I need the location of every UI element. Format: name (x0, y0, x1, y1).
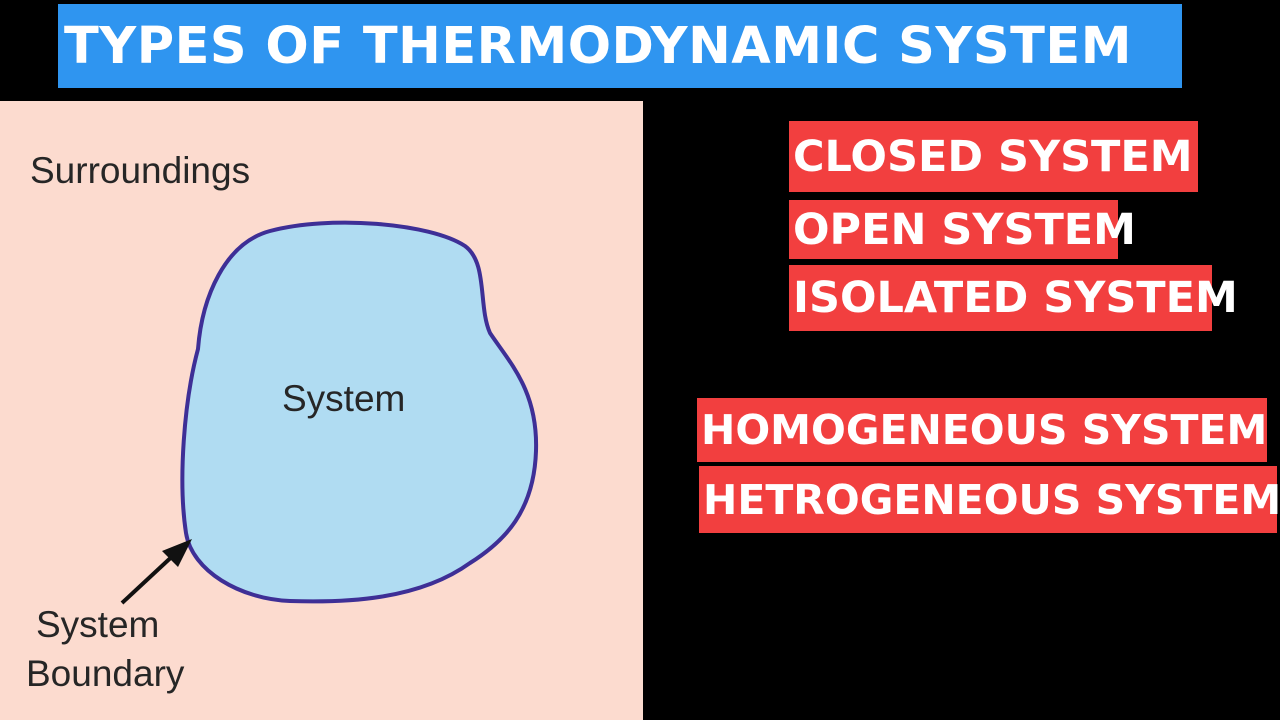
surroundings-label: Surroundings (30, 150, 251, 191)
heterogeneous-system-tag: HETROGENEOUS SYSTEM (699, 466, 1280, 533)
isolated-system-tag: ISOLATED SYSTEM (789, 265, 1238, 331)
closed-system-tag: CLOSED SYSTEM (789, 121, 1198, 192)
open-system-tag: OPEN SYSTEM (789, 200, 1136, 259)
system-boundary-label-line1: System (36, 604, 160, 645)
page-title: TYPES OF THERMODYNAMIC SYSTEM (64, 16, 1132, 76)
homogeneous-system-tag: HOMOGENEOUS SYSTEM (697, 398, 1267, 462)
title-banner: TYPES OF THERMODYNAMIC SYSTEM (58, 4, 1182, 88)
boundary-arrow-icon (120, 539, 192, 605)
system-diagram: Surroundings System System Boundary (0, 101, 643, 720)
system-boundary-shape (180, 220, 539, 604)
system-boundary-label-line2: Boundary (26, 653, 185, 694)
system-diagram-drawing (120, 220, 539, 605)
system-label: System (282, 378, 406, 419)
